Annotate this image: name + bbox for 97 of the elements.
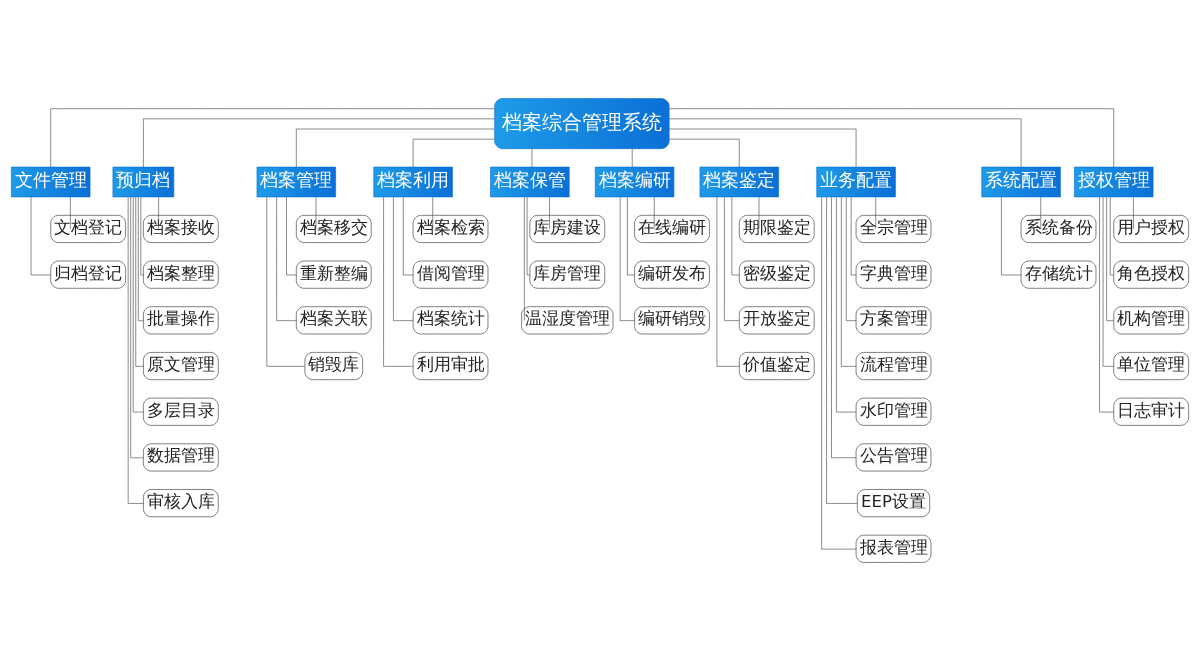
- node-box: 在线编研: [634, 215, 710, 243]
- node-box: 库房管理: [529, 260, 606, 289]
- connector: [402, 196, 414, 276]
- connector: [1133, 196, 1134, 230]
- node-box: 期限鉴定: [739, 215, 815, 243]
- node-box: 档案综合管理系统: [494, 98, 670, 149]
- connector: [130, 196, 144, 459]
- node-box: 档案统计: [412, 306, 489, 335]
- node-box: 批量操作: [143, 306, 219, 335]
- connector: [50, 108, 495, 168]
- node-box: 预归档: [112, 166, 175, 198]
- node-box: 开放鉴定: [739, 306, 815, 335]
- node-box: 授权管理: [1074, 166, 1154, 198]
- node-box: 利用审批: [412, 352, 489, 380]
- connector: [30, 196, 52, 276]
- node-box: 文件管理: [11, 166, 91, 198]
- connector: [143, 118, 495, 168]
- connector: [70, 196, 71, 230]
- connector: [1102, 196, 1115, 367]
- connector: [836, 196, 857, 413]
- node-box: 档案检索: [412, 215, 489, 243]
- node-box: 文档登记: [50, 215, 126, 243]
- connector: [841, 196, 857, 367]
- connector: [716, 196, 740, 367]
- node-box: 温湿度管理: [521, 306, 614, 335]
- node-box: 档案关联: [296, 306, 372, 335]
- node-box: 系统配置: [981, 166, 1061, 198]
- node-box: 系统备份: [1020, 215, 1097, 243]
- connector: [135, 196, 144, 367]
- node-box: 数据管理: [143, 443, 219, 472]
- connector: [524, 196, 525, 321]
- node-box: 编研发布: [634, 260, 710, 289]
- node-box: 存储统计: [1020, 260, 1097, 289]
- connector: [138, 196, 144, 321]
- node-box: 单位管理: [1113, 352, 1189, 380]
- connector: [845, 196, 857, 321]
- node-box: 档案编研: [594, 166, 675, 198]
- connector: [412, 138, 495, 168]
- connector: [140, 196, 144, 276]
- connector: [653, 196, 655, 230]
- connector: [875, 196, 877, 230]
- connector: [669, 138, 740, 168]
- node-box: 编研销毁: [634, 306, 710, 335]
- node-box: 重新整编: [296, 260, 372, 289]
- connector: [393, 196, 414, 321]
- node-box: 审核入库: [143, 489, 219, 518]
- connector: [432, 196, 434, 230]
- node-box: 多层目录: [143, 397, 219, 426]
- connector: [850, 196, 857, 276]
- connector: [821, 196, 857, 550]
- node-box: 日志审计: [1113, 397, 1189, 426]
- node-box: 归档登记: [50, 260, 126, 289]
- connector: [276, 196, 297, 321]
- connector: [627, 196, 635, 276]
- node-box: 原文管理: [143, 352, 219, 380]
- node-box: 密级鉴定: [739, 260, 815, 289]
- node-box: 档案移交: [296, 215, 372, 243]
- node-box: 档案管理: [256, 166, 336, 198]
- node-box: 流程管理: [855, 352, 932, 380]
- connector: [1040, 196, 1042, 230]
- connector: [526, 196, 531, 276]
- connector: [1106, 196, 1115, 321]
- node-box: 档案利用: [373, 166, 453, 198]
- node-box: 价值鉴定: [739, 352, 815, 380]
- connector: [1109, 196, 1115, 276]
- connector: [731, 196, 740, 276]
- node-box: 方案管理: [855, 306, 932, 335]
- connector: [296, 128, 495, 168]
- connector: [266, 196, 305, 367]
- node-box: 水印管理: [855, 397, 932, 426]
- node-box: 档案整理: [143, 260, 219, 289]
- connector: [315, 196, 317, 230]
- node-box: 档案保管: [490, 166, 570, 198]
- node-box: 字典管理: [855, 260, 932, 289]
- node-box: 库房建设: [529, 215, 606, 243]
- node-box: 销毁库: [304, 352, 363, 380]
- node-box: 角色授权: [1113, 260, 1189, 289]
- node-box: 业务配置: [816, 166, 896, 198]
- connector: [158, 196, 159, 230]
- connector: [826, 196, 858, 504]
- connector: [286, 196, 297, 276]
- connector: [758, 196, 760, 230]
- node-box: 报表管理: [855, 534, 932, 563]
- connector: [724, 196, 740, 321]
- connector: [549, 196, 550, 230]
- node-box: 档案接收: [143, 215, 219, 243]
- node-box: EEP设置: [857, 489, 930, 518]
- connector: [383, 196, 414, 367]
- node-box: 公告管理: [855, 443, 932, 472]
- connector: [831, 196, 857, 459]
- node-box: 档案鉴定: [699, 166, 779, 198]
- node-box: 用户授权: [1113, 215, 1189, 243]
- node-box: 机构管理: [1113, 306, 1189, 335]
- connector: [132, 196, 144, 413]
- connector: [1001, 196, 1022, 276]
- node-box: 借阅管理: [412, 260, 489, 289]
- node-box: 全宗管理: [855, 215, 932, 243]
